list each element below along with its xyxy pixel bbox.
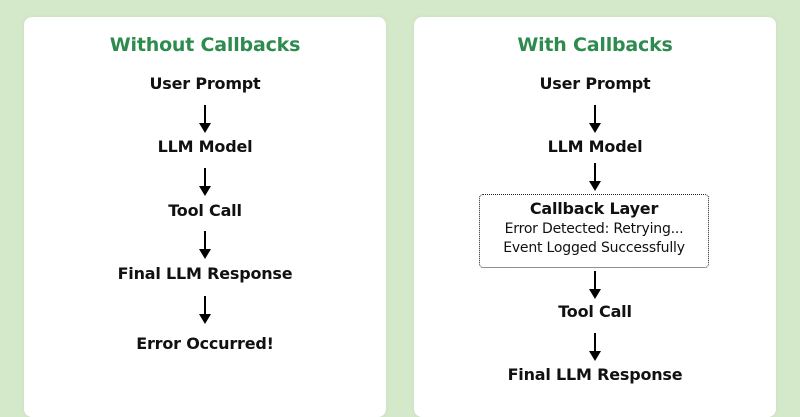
panel-title: With Callbacks xyxy=(517,34,673,56)
node-user-prompt: User Prompt xyxy=(149,74,261,93)
node-final-llm-response: Final LLM Response xyxy=(117,264,293,283)
node-final-llm-response: Final LLM Response xyxy=(507,365,683,384)
node-tool-call: Tool Call xyxy=(168,201,242,220)
callback-layer-title: Callback Layer xyxy=(529,199,659,218)
arrow-down-icon xyxy=(588,333,602,363)
node-llm-model: LLM Model xyxy=(547,137,643,156)
panel-title: Without Callbacks xyxy=(109,34,301,56)
arrow-down-icon xyxy=(588,271,602,301)
arrow-down-icon xyxy=(588,105,602,135)
arrow-down-icon xyxy=(198,105,212,135)
callback-line-event-logged: Event Logged Successfully xyxy=(503,240,685,256)
panel-without-callbacks: Without Callbacks User Prompt LLM Model … xyxy=(24,17,386,417)
callback-line-error-detected: Error Detected: Retrying... xyxy=(504,221,684,237)
arrow-down-icon xyxy=(198,168,212,198)
node-user-prompt: User Prompt xyxy=(539,74,651,93)
panel-with-callbacks: With Callbacks User Prompt LLM Model Cal… xyxy=(414,17,776,417)
node-llm-model: LLM Model xyxy=(157,137,253,156)
callback-layer-box: Callback Layer Error Detected: Retrying.… xyxy=(479,194,709,268)
node-tool-call: Tool Call xyxy=(558,302,632,321)
arrow-down-icon xyxy=(198,296,212,326)
arrow-down-icon xyxy=(198,231,212,261)
arrow-down-icon xyxy=(588,163,602,193)
node-error-occurred: Error Occurred! xyxy=(136,334,274,353)
